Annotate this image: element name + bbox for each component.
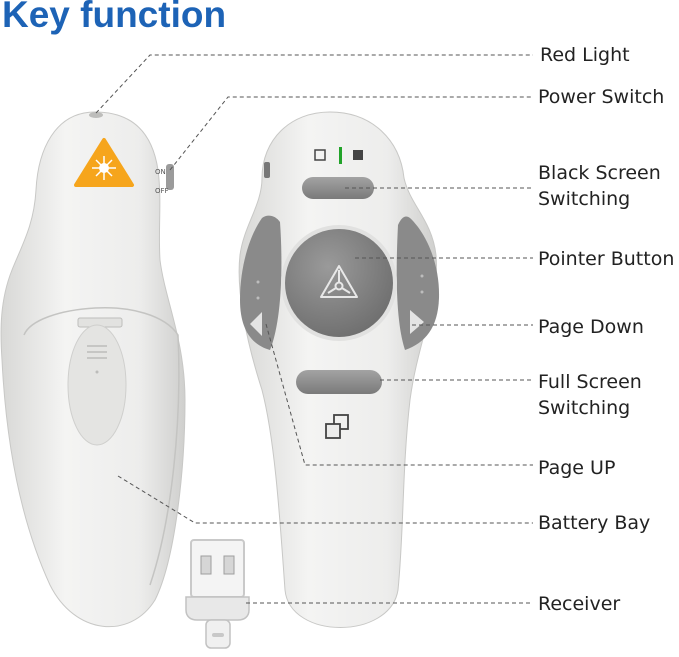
led-indicator <box>339 147 342 164</box>
black-screen-button[interactable] <box>302 177 374 199</box>
laser-warning-icon <box>74 138 134 187</box>
label-red-light: Red Light <box>540 44 630 66</box>
label-pointer-button: Pointer Button <box>538 248 675 270</box>
label-full-screen-switching: Full Screen Switching <box>538 371 642 419</box>
label-page-up: Page UP <box>538 457 616 479</box>
black-screen-icon <box>353 150 363 160</box>
full-screen-button[interactable] <box>296 370 382 394</box>
page-down-button[interactable] <box>396 216 440 350</box>
arrow-right-icon <box>410 310 424 334</box>
label-receiver: Receiver <box>538 593 621 615</box>
grip-lines-icon <box>87 345 107 359</box>
laser-pointer-icon <box>320 265 358 298</box>
usb-receiver <box>185 539 250 649</box>
switch-off-label: OFF <box>155 187 169 195</box>
label-battery-bay: Battery Bay <box>538 512 651 534</box>
power-switch[interactable] <box>166 164 174 190</box>
label-power-switch: Power Switch <box>538 86 665 108</box>
page-up-button[interactable] <box>240 215 282 350</box>
switch-on-label: ON <box>155 168 166 176</box>
arrow-left-icon <box>250 312 262 336</box>
full-screen-icon <box>325 414 349 439</box>
blank-screen-icon <box>314 149 326 161</box>
label-page-down: Page Down <box>538 316 644 338</box>
remote-front <box>238 111 440 628</box>
remote-back: ON OFF <box>0 111 186 628</box>
label-black-screen-switching: Black Screen Switching <box>538 162 661 210</box>
leader-lines <box>95 54 533 604</box>
page-title: Key function <box>2 0 227 35</box>
